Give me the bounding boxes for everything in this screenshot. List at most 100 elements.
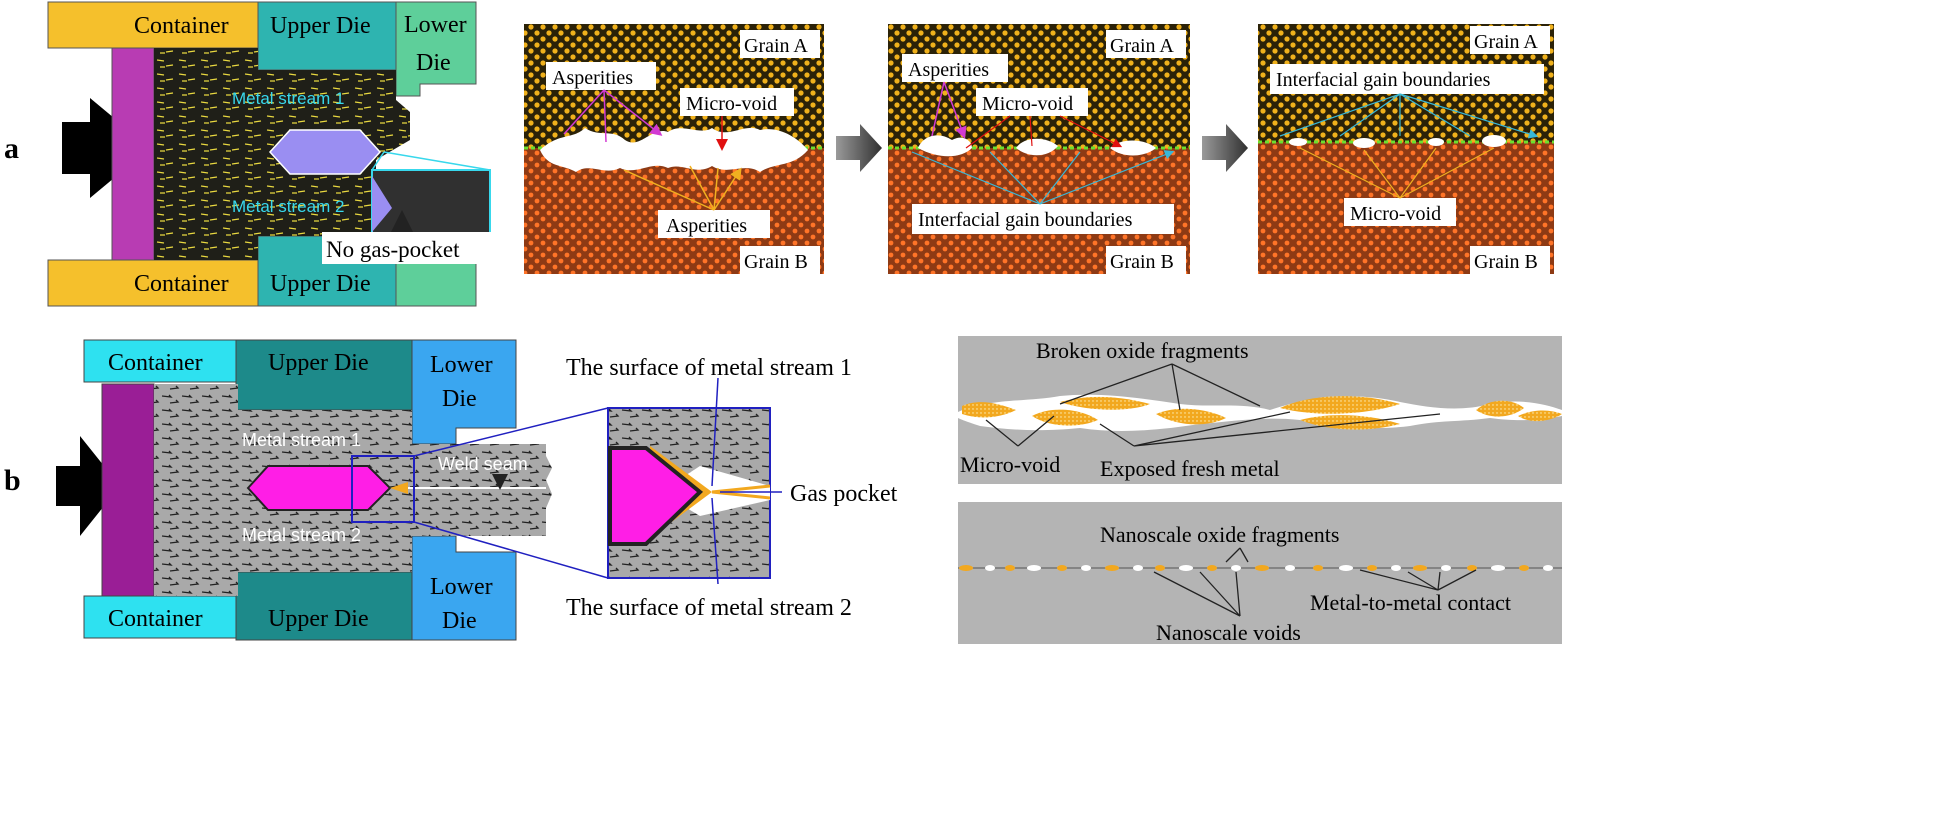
zoom-line-top-b [413, 407, 609, 457]
zoom-line-bottom-b [413, 521, 609, 579]
asperities-label-2: Asperities [908, 59, 989, 81]
gas-pocket-small [390, 482, 408, 494]
interfacial-arrows-2 [911, 152, 1172, 205]
metal-stream-2-label-a: Metal stream 2 [232, 197, 344, 216]
asperities-box-2 [902, 54, 1008, 82]
asperities-top-box-1 [546, 62, 656, 90]
container-top-label-a: Container [134, 13, 229, 39]
void-2b [1016, 138, 1058, 156]
nano-oxide-fragment [1255, 565, 1269, 571]
void-3c [1428, 138, 1444, 146]
nano-void [1543, 565, 1553, 571]
asperities-bottom-label-1: Asperities [666, 215, 747, 237]
nano-void [1491, 565, 1505, 571]
nano-oxide-fragment [1207, 565, 1217, 571]
micro-void-label-1: Micro-void [686, 93, 777, 115]
metal-stream-2-label-b: Metal stream 2 [242, 525, 361, 545]
nano-void [985, 565, 995, 571]
interfacial-arrows-3 [1279, 93, 1536, 136]
interfacial-label-2: Interfacial gain boundaries [918, 209, 1133, 231]
nano-oxide-fragment [1105, 565, 1119, 571]
nano-void [1231, 565, 1241, 571]
grain-a-label-2: Grain A [1110, 35, 1174, 57]
lower-die-top-label-b-2: Die [442, 386, 477, 412]
surface-1-label: The surface of metal stream 1 [566, 355, 852, 381]
broken-oxide-label: Broken oxide fragments [1036, 338, 1249, 363]
oxide-frag-4 [1156, 408, 1226, 425]
asperities-top-arrows-1 [563, 89, 660, 142]
grain-b-label-1: Grain B [744, 251, 808, 273]
grain-stage-1: Grain A Grain B Asperities Micro-void As… [524, 24, 824, 274]
lower-die-label-a-2: Die [416, 50, 451, 76]
interfacial-box-2 [912, 204, 1174, 234]
stage-arrow-1 [836, 124, 882, 172]
nano-void [1133, 565, 1143, 571]
nano-oxide-fragment [1057, 565, 1067, 571]
surface-2-line [711, 497, 719, 585]
container-top-label-b: Container [108, 350, 203, 376]
void-3b [1353, 138, 1375, 148]
oxide-micro-bottom: Nanoscale oxide fragments Metal-to-metal… [958, 502, 1562, 645]
nano-void [1339, 565, 1353, 571]
lower-die-top-label-b-1: Lower [430, 352, 493, 378]
nano-oxide-fragment [1367, 565, 1377, 571]
mandrel-a [268, 129, 382, 175]
nano-oxide-fragment [1519, 565, 1529, 571]
upper-die-bottom-label-b: Upper Die [268, 606, 369, 632]
void-3d [1482, 135, 1506, 147]
panel-label-a: a [4, 132, 19, 165]
panel-label-b: b [4, 464, 21, 497]
zoom-inset-a [371, 169, 491, 235]
micro-void-box-2 [976, 88, 1088, 116]
oxide-frag-2 [1032, 409, 1098, 426]
micro-void-arrows-2 [965, 115, 1120, 148]
piston-b [101, 383, 155, 597]
upper-die-top-label-b: Upper Die [268, 350, 369, 376]
grain-b-label-2: Grain B [1110, 251, 1174, 273]
micro-void-lines-b [985, 415, 1055, 447]
zoom-lines-a [371, 151, 491, 171]
oxide-frag-3 [1060, 396, 1150, 410]
oxide-frag-7 [1476, 400, 1524, 417]
surface-1-line [711, 377, 719, 487]
nano-oxide-fragment [1413, 565, 1427, 571]
asperities-top-label-1: Asperities [552, 67, 633, 89]
void-3a [1289, 138, 1307, 146]
nano-void [1285, 565, 1295, 571]
asperities-bottom-box-1 [658, 210, 770, 238]
nano-void [1391, 565, 1401, 571]
oxide-frag-8 [1518, 410, 1562, 422]
no-gas-pocket-box [322, 232, 494, 264]
micro-void-box-1 [680, 88, 794, 116]
asperities-arrows-2 [931, 81, 964, 136]
micro-bottom-bg [958, 502, 1562, 644]
piston-a [111, 47, 155, 261]
stage-arrow-2 [1202, 124, 1248, 172]
nano-oxide-fragment [1313, 565, 1323, 571]
nano-void [1179, 565, 1193, 571]
upper-die-bottom-label-a: Upper Die [270, 271, 371, 297]
grain-b-box-1 [740, 246, 820, 274]
oxide-frag-1 [962, 402, 1016, 418]
die-schematic-a: Metal stream 1 Metal stream 2 No gas-poc… [47, 1, 494, 307]
upper-die-top-label-a: Upper Die [270, 13, 371, 39]
oxide-frag-5 [1280, 396, 1400, 414]
grain-a-box-2 [1106, 30, 1186, 58]
inset-mandrel-a [372, 176, 392, 232]
interfacial-label-3: Interfacial gain boundaries [1276, 69, 1491, 91]
nano-oxide-fragment [959, 565, 973, 571]
nano-fragments [959, 565, 1553, 571]
surface-2-label: The surface of metal stream 2 [566, 595, 852, 621]
nano-oxide-lines [1225, 547, 1249, 563]
lower-die-label-a-1: Lower [404, 12, 467, 38]
micro-void-label-2: Micro-void [982, 93, 1073, 115]
lower-die-bottom-label-b-2: Die [442, 608, 477, 634]
grain-b-box-2 [1106, 246, 1186, 274]
micro-void-label-3: Micro-void [1350, 203, 1441, 225]
nano-voids-label: Nanoscale voids [1156, 620, 1301, 645]
container-bottom-label-a: Container [134, 271, 229, 297]
grain-a-box-1 [740, 30, 820, 58]
lower-die-bottom-label-b-1: Lower [430, 574, 493, 600]
broken-oxide-lines [1059, 363, 1261, 411]
exposed-metal-lines [1099, 411, 1441, 447]
